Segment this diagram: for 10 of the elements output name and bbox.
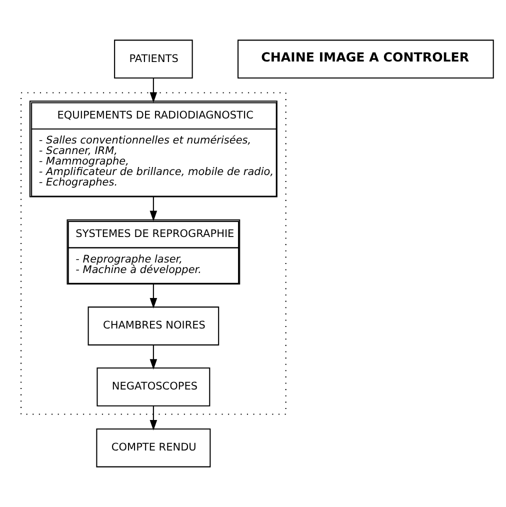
node-box: COMPTE RENDU: [96, 428, 211, 468]
node-box: CHAMBRES NOIRES: [88, 306, 220, 346]
arrow: [150, 345, 158, 370]
node-box: NEGATOSCOPES: [96, 368, 210, 406]
arrow: [150, 78, 158, 103]
arrow: [150, 284, 158, 309]
node-box: PATIENTS: [114, 40, 193, 79]
node-box: CHAINE IMAGE A CONTROLER: [238, 40, 494, 79]
arrow: [150, 196, 158, 222]
arrow: [150, 406, 158, 431]
